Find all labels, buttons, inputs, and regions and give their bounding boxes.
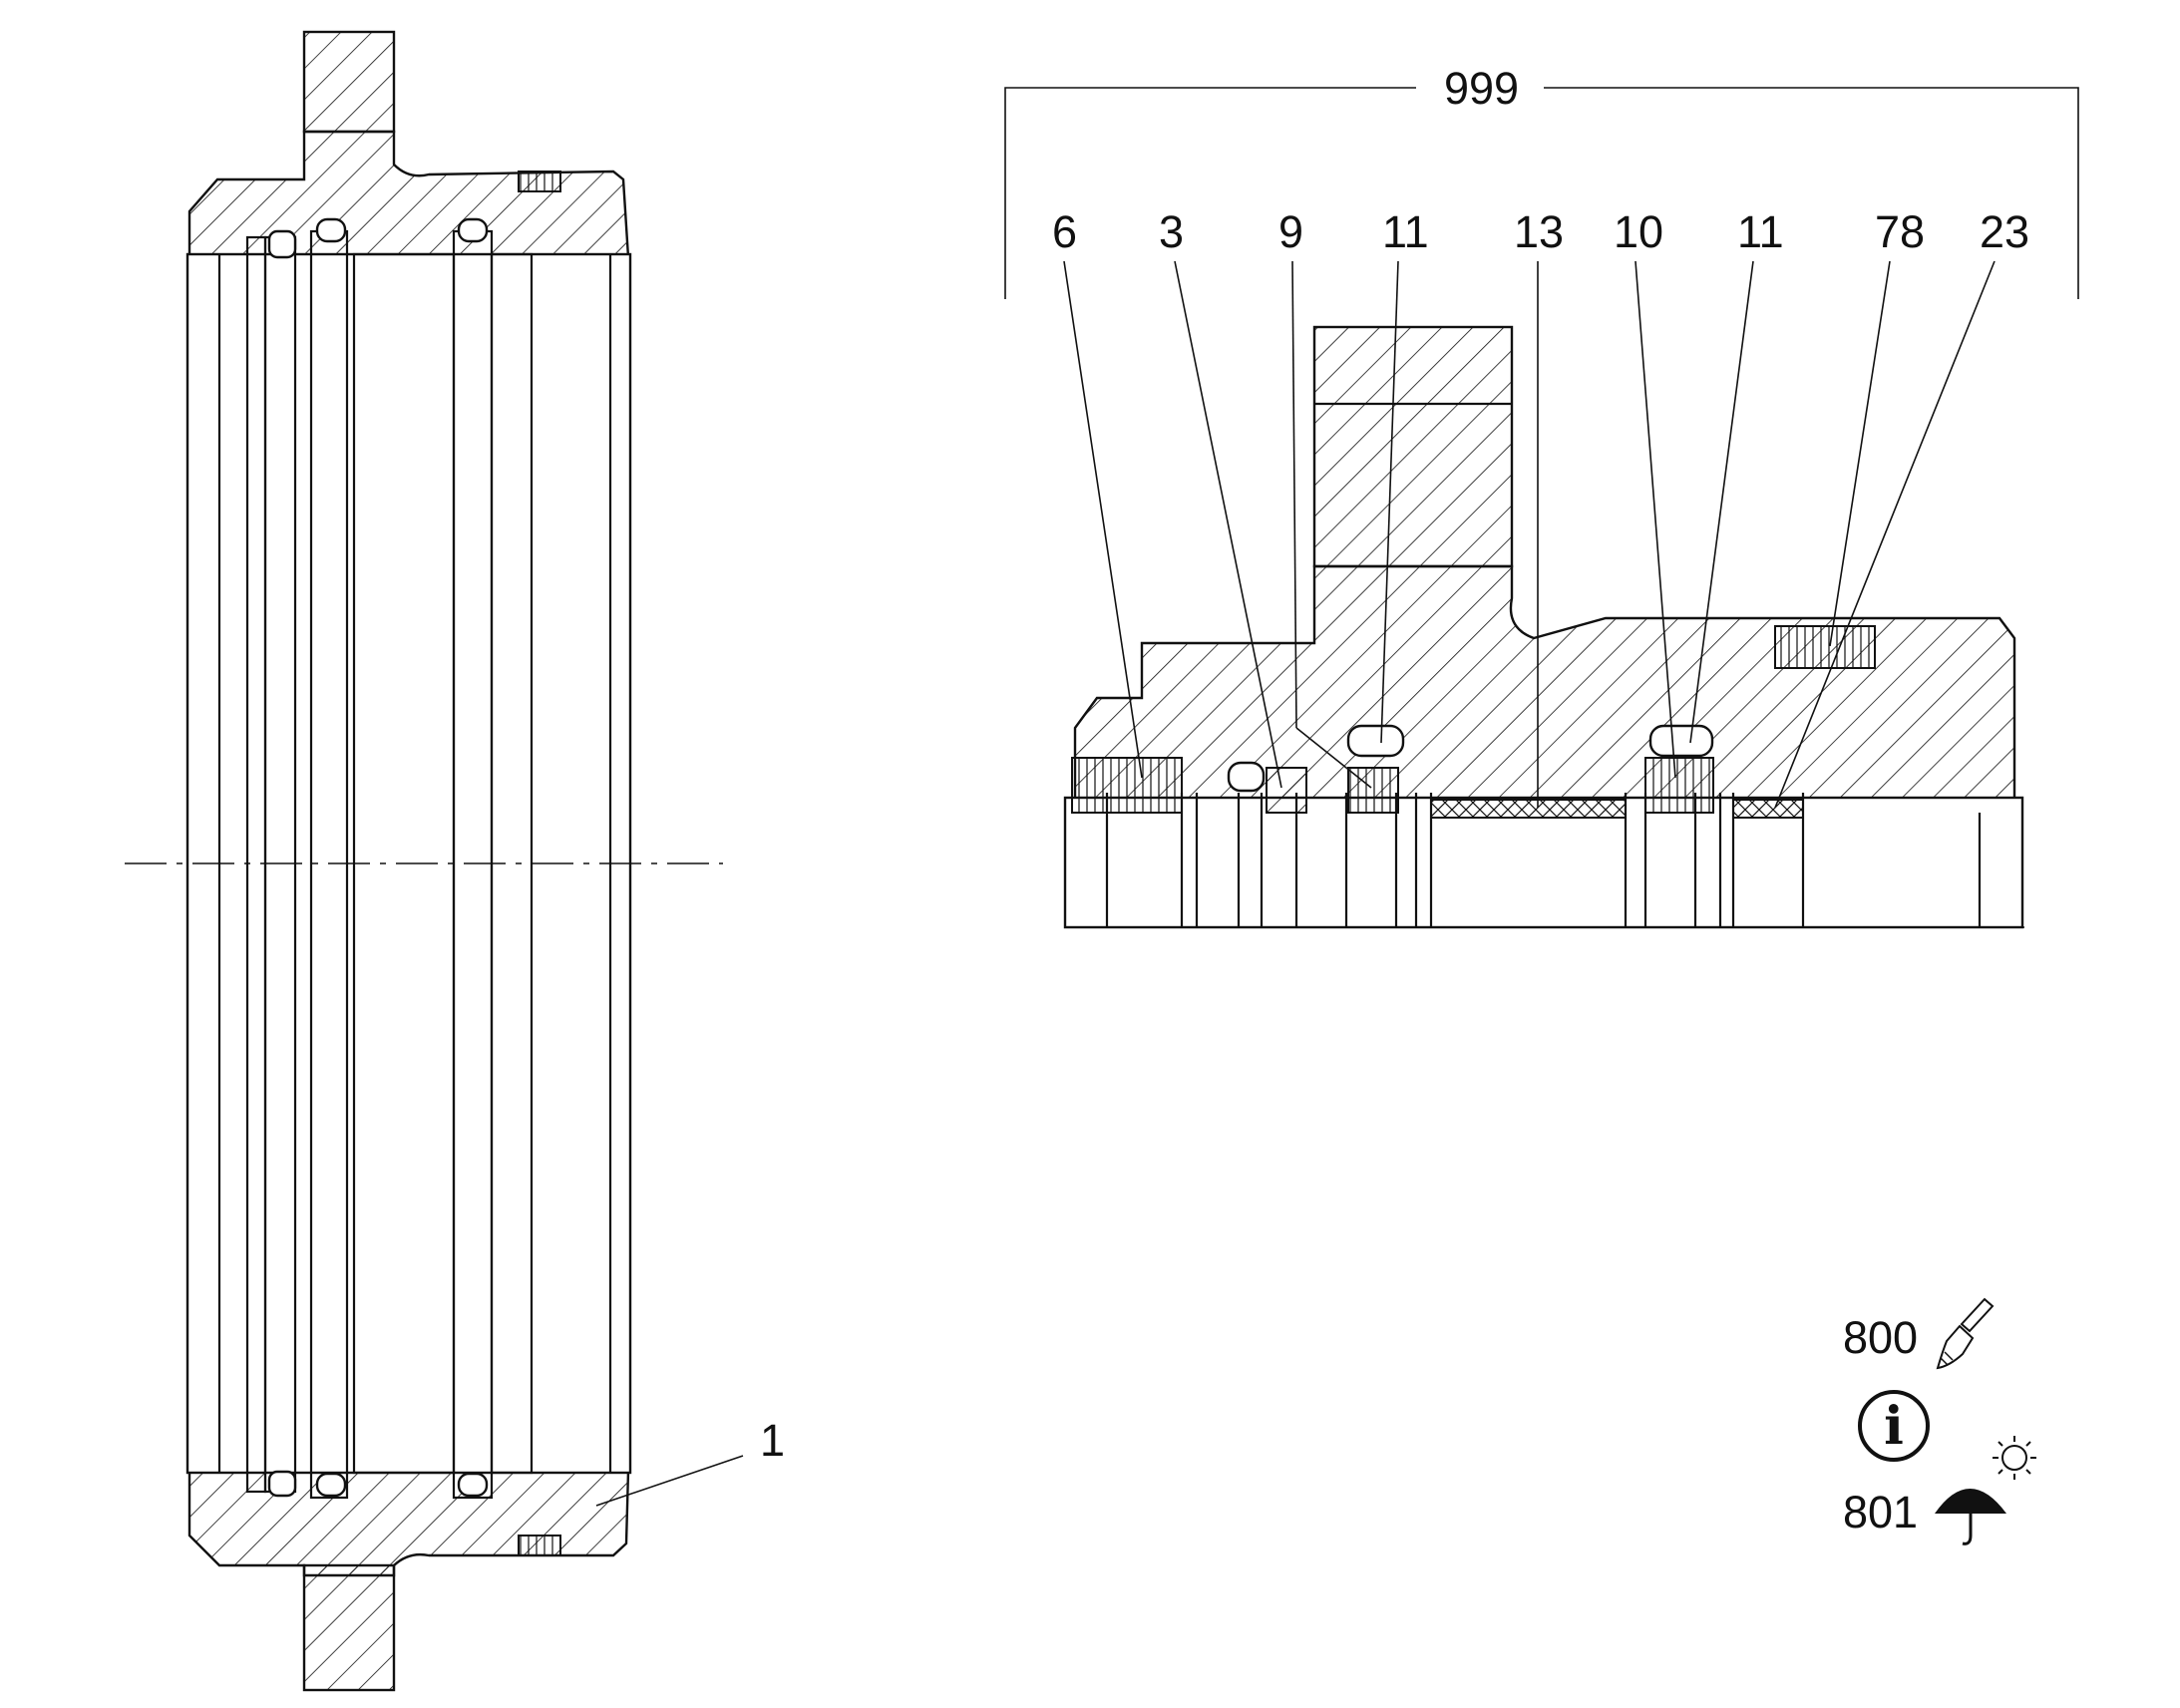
umbrella-sun-icon [1935,1436,2036,1545]
right-flange-lug [1312,325,1514,568]
callout-13: 13 [1514,206,1564,257]
top-flange-lug [302,30,396,134]
callout-6: 6 [1052,206,1077,257]
callout-1: 1 [760,1415,785,1466]
left-section-view: 1 [125,30,785,1692]
svg-text:i: i [1884,1396,1904,1457]
callout-23: 23 [1980,206,2029,257]
callout-11-right: 11 [1737,206,1784,257]
housing-top-wall [187,130,630,259]
callout-78: 78 [1875,206,1925,257]
housing-bottom-wall [187,1469,630,1577]
legend-code-801: 801 [1843,1487,1918,1537]
assembly-bracket [1004,87,2079,299]
right-bore [1063,796,2024,929]
legend: 800 i 801 [1843,1297,2036,1545]
brush-icon [1936,1297,1995,1370]
bearing-23 [1732,799,1804,819]
bottom-flange-lug [302,1563,396,1692]
callout-9: 9 [1278,206,1303,257]
callout-3: 3 [1159,206,1184,257]
info-icon: i [1858,1390,1930,1462]
assembly-label-999: 999 [1444,63,1519,114]
callout-10: 10 [1614,206,1663,257]
right-housing-section [1073,564,2016,815]
legend-code-800: 800 [1843,1312,1918,1363]
right-detail-view: 999 6 3 9 11 13 10 11 78 23 [1004,63,2079,929]
callout-11-left: 11 [1382,206,1429,257]
bearing-13 [1430,799,1627,819]
